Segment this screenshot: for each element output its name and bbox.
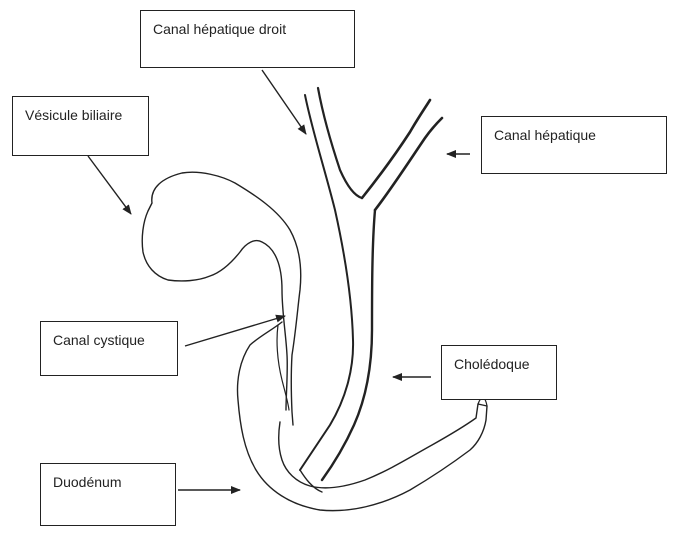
label-text: Cholédoque: [454, 356, 530, 372]
label-text: Vésicule biliaire: [25, 107, 122, 123]
right-hepatic-duct-wall-inner: [318, 88, 362, 198]
common-bile-duct-end: [300, 470, 322, 492]
label-vesicule-biliaire: Vésicule biliaire: [12, 96, 149, 156]
label-text: Canal hépatique: [494, 127, 596, 143]
label-duodenum: Duodénum: [40, 463, 176, 526]
label-canal-cystique: Canal cystique: [40, 321, 178, 376]
right-hepatic-duct-wall-outer: [300, 95, 353, 470]
hepatic-duct-lower-wall: [375, 118, 442, 210]
label-canal-hepatique-droit: Canal hépatique droit: [140, 10, 355, 68]
common-bile-duct-wall: [322, 210, 375, 480]
label-text: Canal hépatique droit: [153, 21, 286, 37]
label-canal-hepatique: Canal hépatique: [481, 116, 667, 174]
arrow-vesicule: [88, 156, 131, 214]
arrow-hepatique-droit: [262, 70, 306, 134]
label-choledoque: Cholédoque: [441, 345, 557, 400]
gallbladder-outline: [142, 172, 300, 425]
label-text: Duodénum: [53, 474, 122, 490]
hepatic-duct-upper-wall: [362, 100, 430, 198]
label-text: Canal cystique: [53, 332, 145, 348]
